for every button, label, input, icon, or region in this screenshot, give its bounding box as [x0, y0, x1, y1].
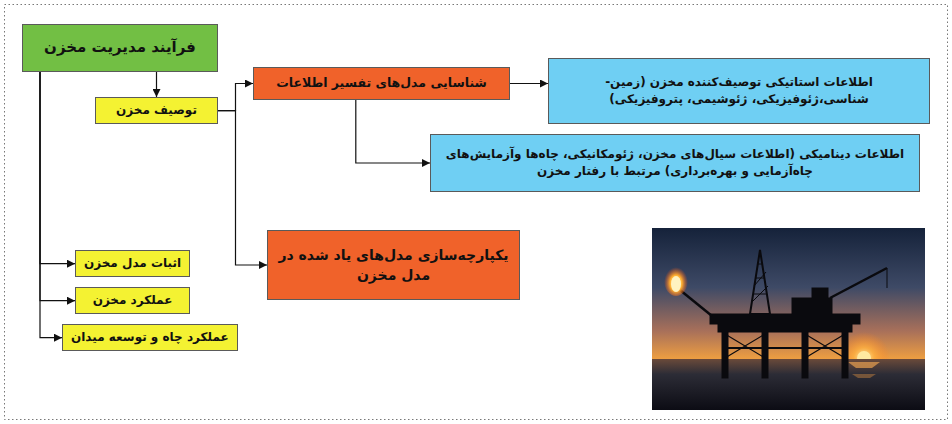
connector-arrow — [40, 72, 62, 338]
node-text: توصیف مخزن — [116, 102, 197, 119]
info-box: اطلاعات دینامیکی (اطلاعات سیال‌های مخزن،… — [430, 134, 920, 192]
process-box: عملکرد مخزن — [75, 287, 190, 314]
connector-arrow — [356, 100, 430, 163]
oil-rig-photo — [652, 228, 925, 410]
connector-arrow — [218, 84, 253, 111]
connector-arrow — [218, 111, 267, 265]
process-box: عملکرد چاه و توسعه میدان — [62, 324, 238, 351]
node-text: فرآیند مدیریت مخزن — [44, 37, 196, 59]
connector-arrow — [40, 72, 75, 301]
process-box: یکپارچه‌سازی مدل‌های یاد شده در مدل مخزن — [267, 230, 520, 300]
node-text: اطلاعات دینامیکی (اطلاعات سیال‌های مخزن،… — [439, 146, 911, 181]
node-text: یکپارچه‌سازی مدل‌های یاد شده در مدل مخزن — [276, 245, 511, 286]
node-text: شناسایی مدل‌های تفسیر اطلاعات — [276, 74, 487, 92]
node-text: اطلاعات استاتیکی توصیف‌کننده مخزن (زمین-… — [557, 74, 921, 109]
process-box: اثبات مدل مخزن — [75, 250, 190, 277]
process-title-box: فرآیند مدیریت مخزن — [22, 24, 218, 72]
process-box: توصیف مخزن — [95, 97, 218, 124]
process-box: شناسایی مدل‌های تفسیر اطلاعات — [253, 67, 510, 100]
info-box: اطلاعات استاتیکی توصیف‌کننده مخزن (زمین-… — [548, 58, 930, 124]
node-text: اثبات مدل مخزن — [84, 255, 181, 272]
connector-arrow — [156, 72, 157, 97]
node-text: عملکرد مخزن — [93, 292, 173, 309]
node-text: عملکرد چاه و توسعه میدان — [71, 329, 229, 346]
connector-arrow — [40, 72, 75, 264]
connector-arrow — [510, 83, 548, 84]
